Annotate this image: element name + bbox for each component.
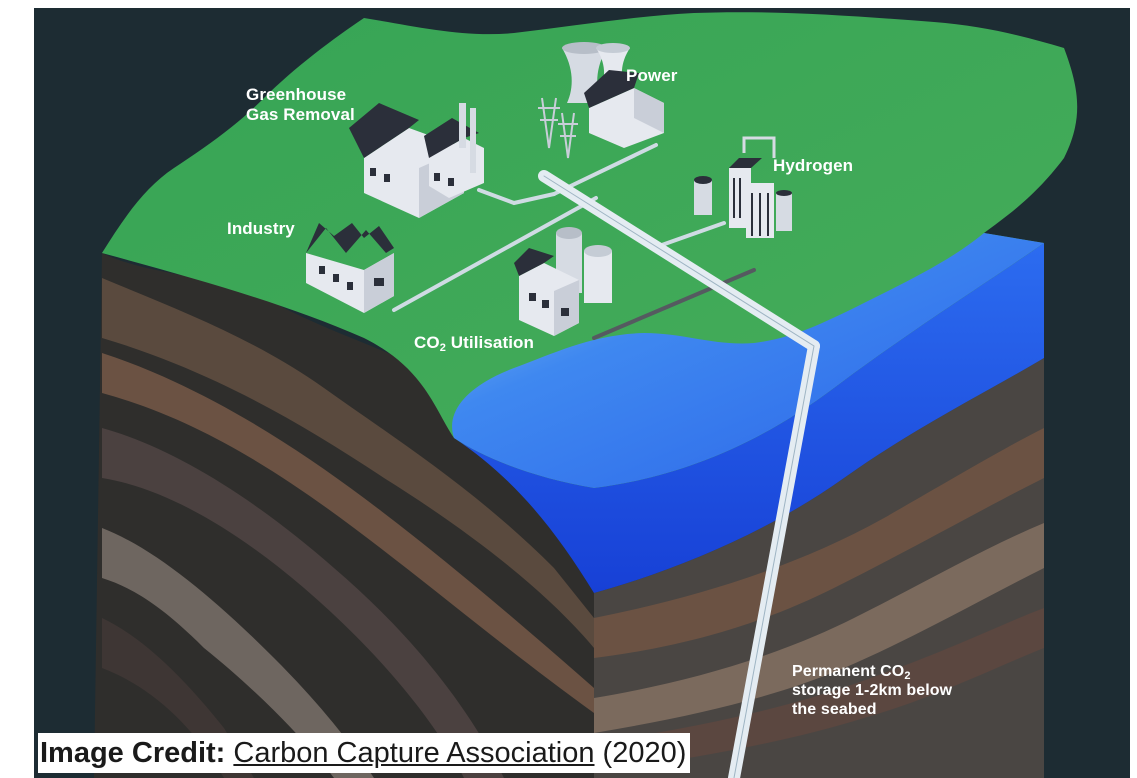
pipeline-network	[392, 143, 820, 778]
right-soil-face	[594, 358, 1044, 778]
industry-label: Industry	[227, 219, 295, 238]
caption-source-link[interactable]: Carbon Capture Association	[233, 737, 595, 769]
ccs-illustration	[94, 12, 1078, 778]
industry-factory	[306, 223, 394, 313]
hydrogen-label: Hydrogen	[773, 156, 854, 175]
greenhouse-gas-removal-plant	[349, 103, 484, 218]
left-soil-face	[94, 253, 594, 778]
image-credit-caption: Image Credit: Carbon Capture Association…	[38, 733, 691, 773]
co2-utilisation-plant	[514, 227, 612, 336]
diagram-canvas: Greenhouse Gas Removal Power Hydrogen In…	[34, 8, 1130, 778]
greenhouse-label: Greenhouse Gas Removal	[246, 85, 355, 124]
sea-surface	[452, 233, 1044, 488]
co2-utilisation-label: CO2 Utilisation	[414, 333, 535, 354]
power-station	[538, 42, 664, 159]
hydrogen-plant	[694, 136, 792, 238]
power-label: Power	[626, 66, 678, 85]
sea-side-face	[454, 243, 1044, 593]
caption-prefix: Image Credit:	[40, 737, 226, 769]
caption-year: (2020)	[594, 737, 687, 769]
storage-label: Permanent CO2 storage 1-2km below the se…	[792, 663, 953, 718]
